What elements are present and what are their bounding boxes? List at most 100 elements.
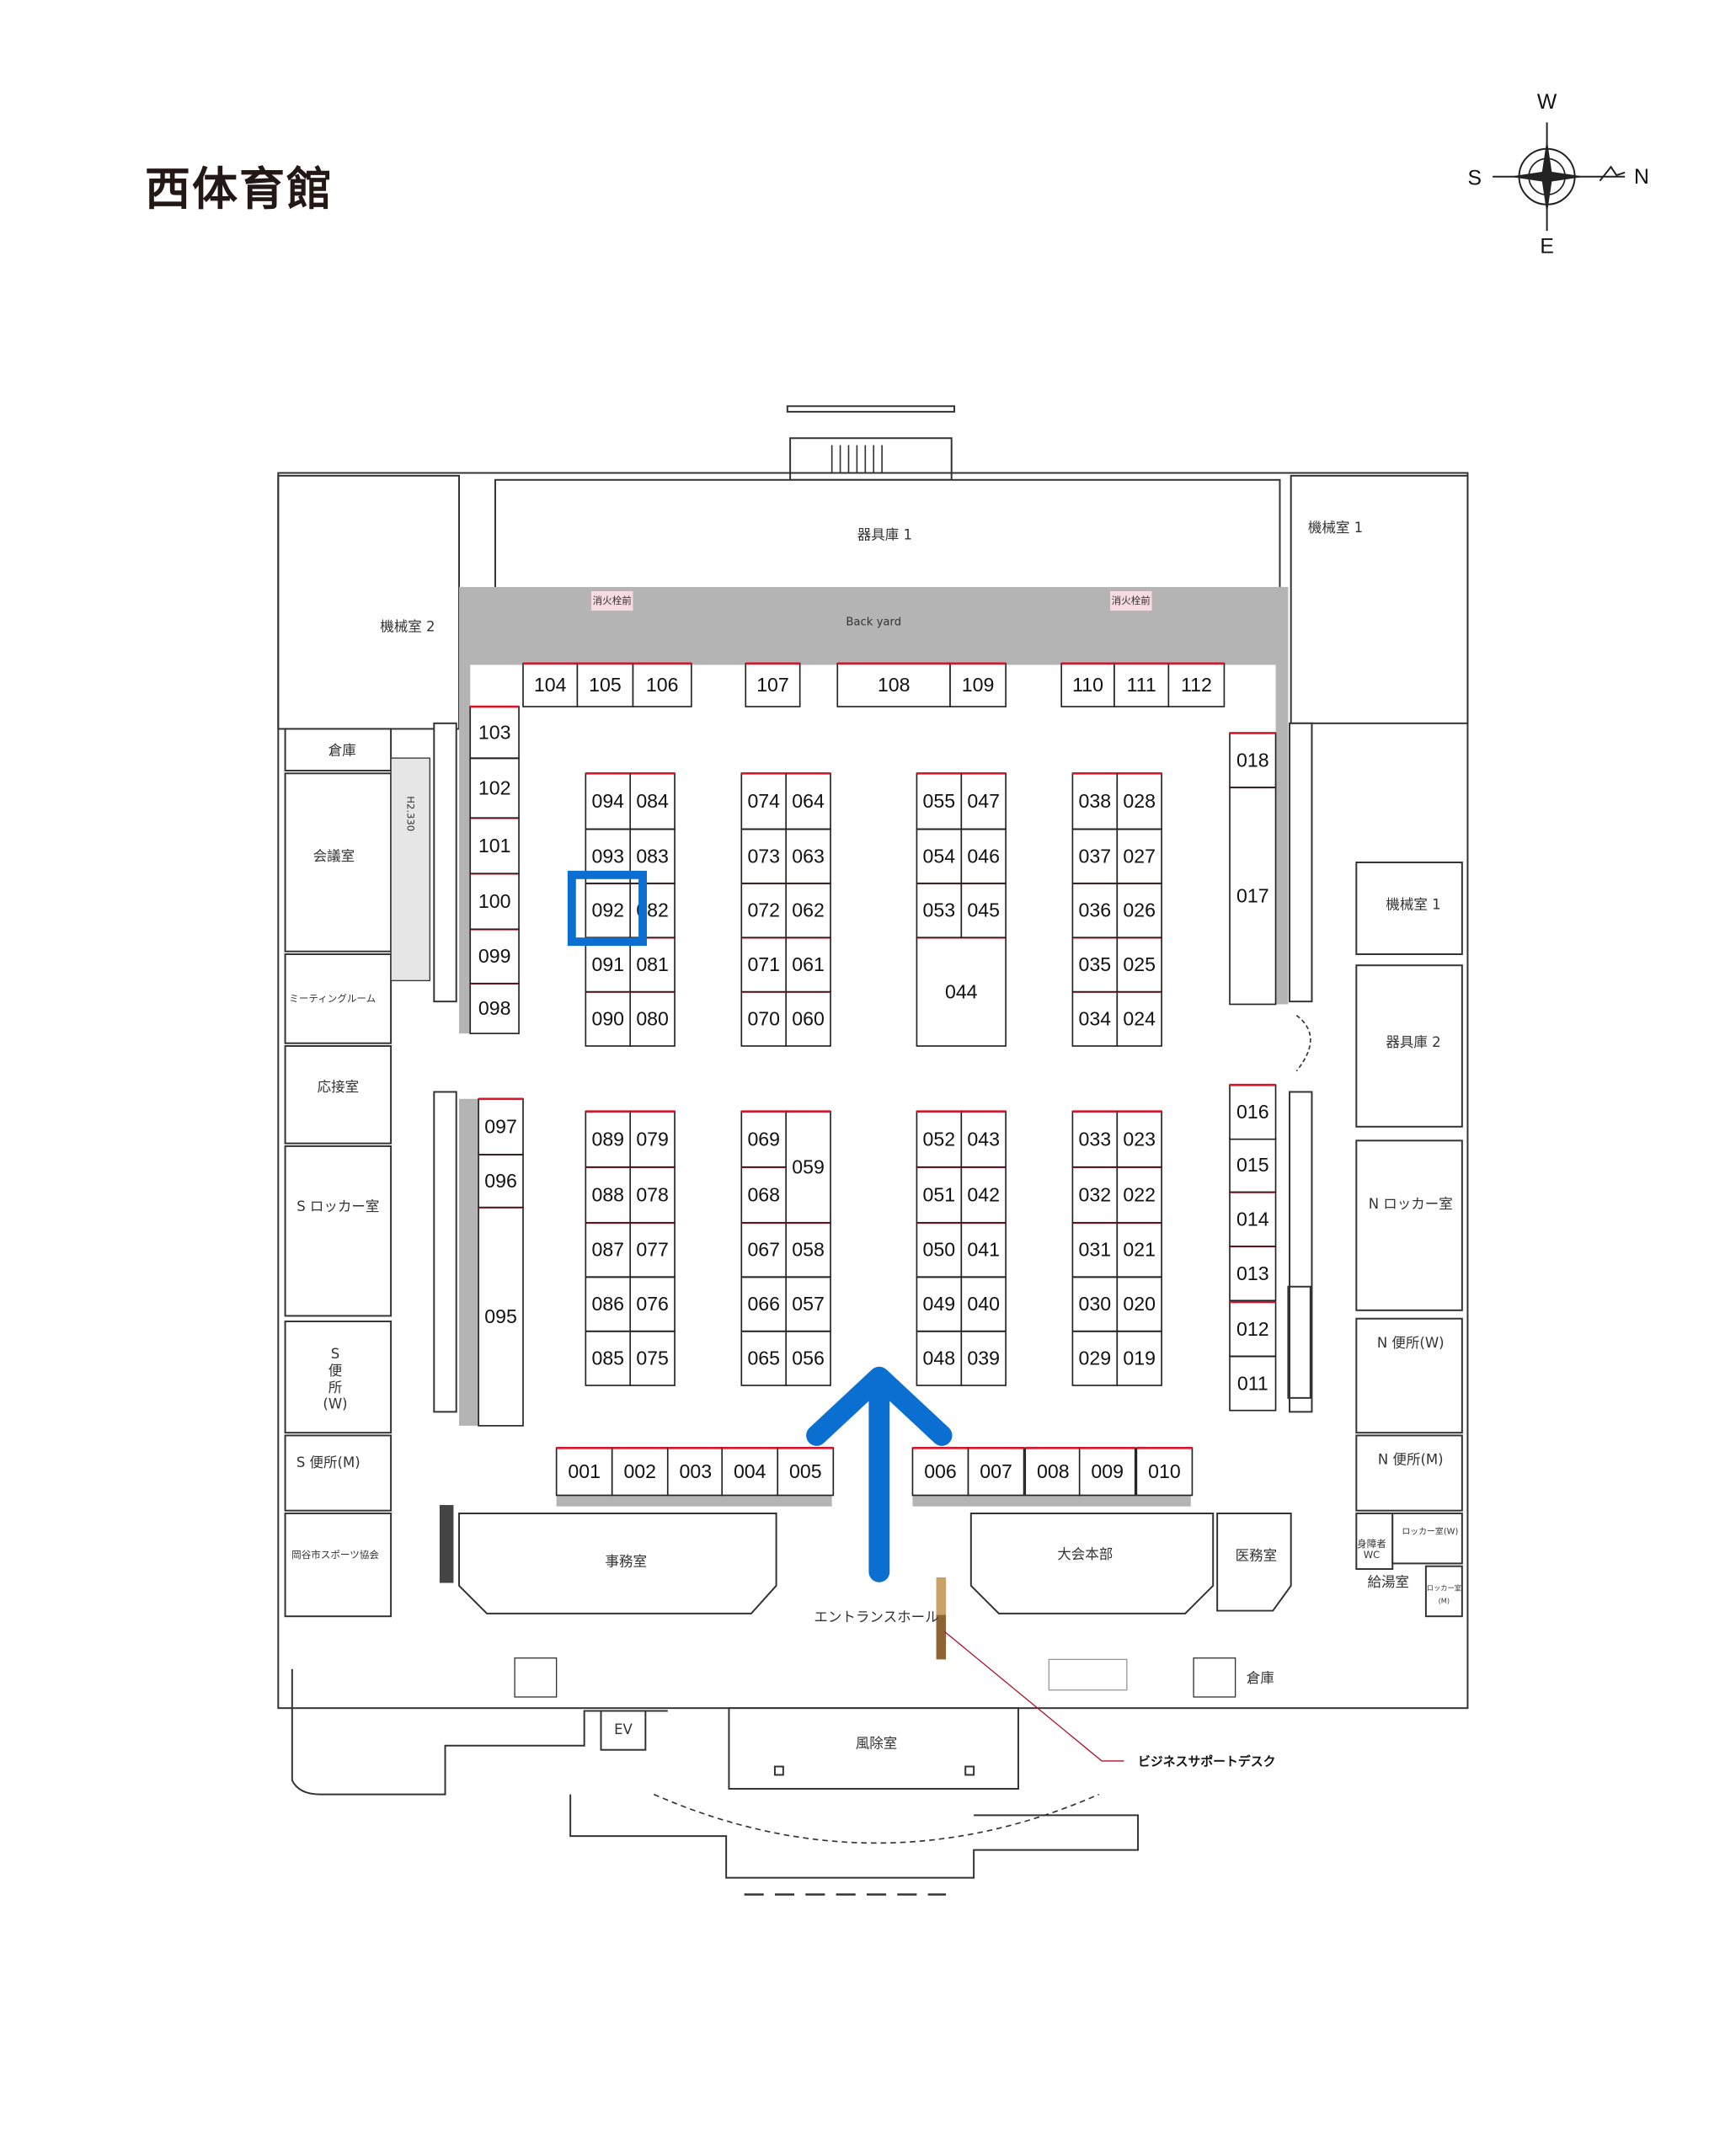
booth-073[interactable]: 073 [740, 828, 787, 884]
booth-063[interactable]: 063 [785, 828, 831, 884]
booth-025[interactable]: 025 [1116, 936, 1162, 993]
booth-054[interactable]: 054 [916, 828, 963, 884]
booth-033[interactable]: 033 [1071, 1110, 1119, 1168]
booth-021[interactable]: 021 [1116, 1221, 1162, 1278]
booth-009[interactable]: 009 [1078, 1447, 1136, 1497]
booth-015[interactable]: 015 [1229, 1136, 1277, 1193]
booth-008[interactable]: 008 [1024, 1447, 1082, 1497]
booth-060[interactable]: 060 [785, 990, 831, 1047]
booth-070[interactable]: 070 [740, 990, 787, 1047]
booth-003[interactable]: 003 [666, 1447, 724, 1497]
booth-101[interactable]: 101 [469, 816, 520, 875]
booth-079[interactable]: 079 [629, 1110, 676, 1168]
booth-045[interactable]: 045 [960, 882, 1007, 939]
booth-001[interactable]: 001 [555, 1447, 613, 1497]
booth-049[interactable]: 049 [916, 1275, 963, 1332]
booth-016[interactable]: 016 [1229, 1083, 1277, 1140]
booth-010[interactable]: 010 [1135, 1447, 1194, 1497]
booth-034[interactable]: 034 [1071, 990, 1119, 1047]
booth-099[interactable]: 099 [469, 927, 520, 985]
booth-013[interactable]: 013 [1229, 1245, 1277, 1302]
booth-023[interactable]: 023 [1116, 1110, 1162, 1168]
booth-069[interactable]: 069 [740, 1110, 787, 1168]
booth-111[interactable]: 111 [1114, 662, 1170, 707]
booth-006[interactable]: 006 [911, 1447, 969, 1497]
booth-005[interactable]: 005 [777, 1447, 835, 1497]
booth-043[interactable]: 043 [960, 1110, 1007, 1168]
booth-095[interactable]: 095 [478, 1206, 524, 1427]
booth-105[interactable]: 105 [576, 662, 634, 707]
booth-030[interactable]: 030 [1071, 1275, 1119, 1332]
booth-024[interactable]: 024 [1116, 990, 1162, 1047]
booth-076[interactable]: 076 [629, 1275, 676, 1332]
booth-065[interactable]: 065 [740, 1330, 787, 1386]
booth-112[interactable]: 112 [1167, 662, 1226, 707]
booth-110[interactable]: 110 [1060, 662, 1115, 707]
booth-091[interactable]: 091 [585, 936, 632, 993]
booth-068[interactable]: 068 [740, 1166, 787, 1224]
booth-103[interactable]: 103 [469, 705, 520, 759]
booth-053[interactable]: 053 [916, 882, 963, 939]
booth-058[interactable]: 058 [785, 1221, 831, 1278]
booth-028[interactable]: 028 [1116, 771, 1162, 830]
booth-094[interactable]: 094 [585, 771, 632, 830]
booth-087[interactable]: 087 [585, 1221, 632, 1278]
booth-012[interactable]: 012 [1229, 1300, 1277, 1358]
booth-072[interactable]: 072 [740, 882, 787, 939]
booth-066[interactable]: 066 [740, 1275, 787, 1332]
booth-011[interactable]: 011 [1229, 1355, 1277, 1412]
booth-046[interactable]: 046 [960, 828, 1007, 884]
booth-050[interactable]: 050 [916, 1221, 963, 1278]
booth-109[interactable]: 109 [949, 662, 1007, 707]
booth-082[interactable]: 082 [629, 882, 676, 939]
booth-041[interactable]: 041 [960, 1221, 1007, 1278]
booth-090[interactable]: 090 [585, 990, 632, 1047]
booth-007[interactable]: 007 [967, 1447, 1025, 1497]
booth-084[interactable]: 084 [629, 771, 676, 830]
booth-071[interactable]: 071 [740, 936, 787, 993]
booth-108[interactable]: 108 [836, 662, 951, 707]
booth-078[interactable]: 078 [629, 1166, 676, 1224]
booth-074[interactable]: 074 [740, 771, 787, 830]
booth-086[interactable]: 086 [585, 1275, 632, 1332]
booth-051[interactable]: 051 [916, 1166, 963, 1224]
booth-048[interactable]: 048 [916, 1330, 963, 1386]
booth-104[interactable]: 104 [522, 662, 579, 707]
booth-062[interactable]: 062 [785, 882, 831, 939]
booth-014[interactable]: 014 [1229, 1191, 1277, 1247]
booth-100[interactable]: 100 [469, 872, 520, 931]
booth-080[interactable]: 080 [629, 990, 676, 1047]
booth-088[interactable]: 088 [585, 1166, 632, 1224]
booth-032[interactable]: 032 [1071, 1166, 1119, 1224]
booth-002[interactable]: 002 [611, 1447, 669, 1497]
booth-064[interactable]: 064 [785, 771, 831, 830]
booth-044[interactable]: 044 [916, 936, 1007, 1047]
booth-020[interactable]: 020 [1116, 1275, 1162, 1332]
booth-036[interactable]: 036 [1071, 882, 1119, 939]
booth-037[interactable]: 037 [1071, 828, 1119, 884]
booth-106[interactable]: 106 [632, 662, 692, 707]
booth-017[interactable]: 017 [1229, 786, 1277, 1006]
booth-092[interactable]: 092 [585, 882, 632, 939]
booth-047[interactable]: 047 [960, 771, 1007, 830]
booth-085[interactable]: 085 [585, 1330, 632, 1386]
booth-038[interactable]: 038 [1071, 771, 1119, 830]
booth-039[interactable]: 039 [960, 1330, 1007, 1386]
booth-097[interactable]: 097 [478, 1097, 524, 1155]
booth-022[interactable]: 022 [1116, 1166, 1162, 1224]
booth-027[interactable]: 027 [1116, 828, 1162, 884]
booth-052[interactable]: 052 [916, 1110, 963, 1168]
booth-089[interactable]: 089 [585, 1110, 632, 1168]
booth-029[interactable]: 029 [1071, 1330, 1119, 1386]
booth-031[interactable]: 031 [1071, 1221, 1119, 1278]
booth-042[interactable]: 042 [960, 1166, 1007, 1224]
booth-040[interactable]: 040 [960, 1275, 1007, 1332]
booth-056[interactable]: 056 [785, 1330, 831, 1386]
booth-018[interactable]: 018 [1229, 732, 1277, 788]
booth-077[interactable]: 077 [629, 1221, 676, 1278]
booth-098[interactable]: 098 [469, 982, 520, 1034]
booth-067[interactable]: 067 [740, 1221, 787, 1278]
booth-004[interactable]: 004 [721, 1447, 779, 1497]
booth-055[interactable]: 055 [916, 771, 963, 830]
booth-057[interactable]: 057 [785, 1275, 831, 1332]
